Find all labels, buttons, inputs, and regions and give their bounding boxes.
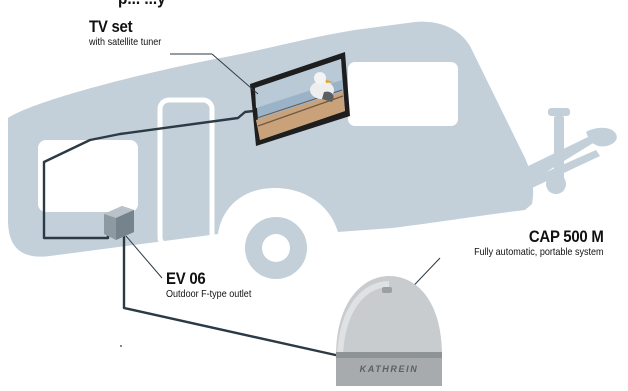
antenna-brand-logo: KATHREIN (351, 364, 427, 374)
outlet-label: EV 06 Outdoor F-type outlet (166, 270, 265, 300)
header-fragment: p... ...y (118, 0, 166, 9)
outlet-label-subtitle: Outdoor F-type outlet (166, 289, 251, 300)
antenna-label: CAP 500 M Fully automatic, portable syst… (453, 228, 604, 258)
antenna-label-title: CAP 500 M (472, 228, 604, 245)
caravan-window-left (38, 140, 138, 212)
tv-label-title: TV set (89, 18, 163, 35)
antenna-label-subtitle: Fully automatic, portable system (475, 247, 604, 258)
tv-label-subtitle: with satellite tuner (89, 37, 161, 48)
tv-label: TV set with satellite tuner (89, 18, 173, 48)
outlet-label-title: EV 06 (166, 270, 253, 287)
jockey-wheel (546, 174, 566, 194)
caravan-window-right (348, 62, 458, 126)
